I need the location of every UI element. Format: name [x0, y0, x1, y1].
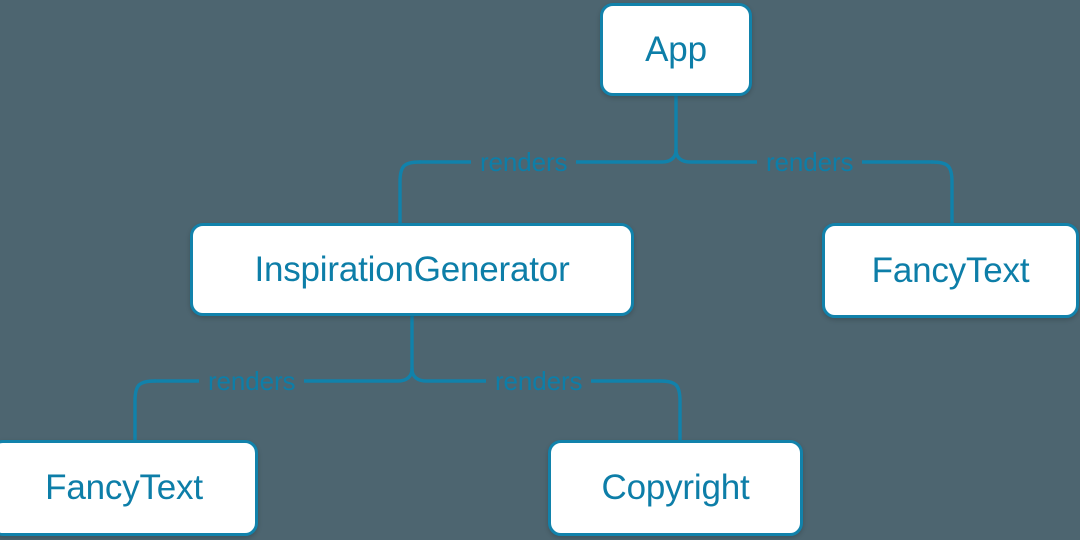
node-inspiration-generator[interactable]: InspirationGenerator	[190, 223, 634, 316]
node-fancytext-bottom-label: FancyText	[45, 468, 203, 507]
node-copyright-label: Copyright	[601, 468, 750, 507]
edge-label-inspiration-copyright: renders	[486, 366, 592, 396]
wire-fancytext-bottom-drop	[133, 379, 157, 442]
node-fancytext-right-label: FancyText	[871, 250, 1030, 290]
node-app-label: App	[645, 29, 707, 69]
edge-label-app-inspiration: renders	[471, 147, 577, 177]
node-copyright[interactable]: Copyright	[548, 440, 803, 536]
wire-inspiration-drop	[398, 160, 422, 225]
wire-copyright-drop	[658, 379, 682, 442]
wire-inspiration-to-copyright-horizontal	[410, 367, 662, 383]
wire-fancytext-right-drop	[930, 160, 954, 225]
edge-label-inspiration-fancytext: renders	[199, 366, 305, 396]
wire-app-to-fancytext-horizontal	[674, 148, 934, 164]
node-inspiration-generator-label: InspirationGenerator	[254, 249, 570, 289]
node-app[interactable]: App	[600, 3, 752, 96]
node-fancytext-right[interactable]: FancyText	[822, 223, 1079, 318]
node-fancytext-bottom[interactable]: FancyText	[0, 440, 258, 536]
edge-label-app-fancytext: renders	[757, 147, 863, 177]
